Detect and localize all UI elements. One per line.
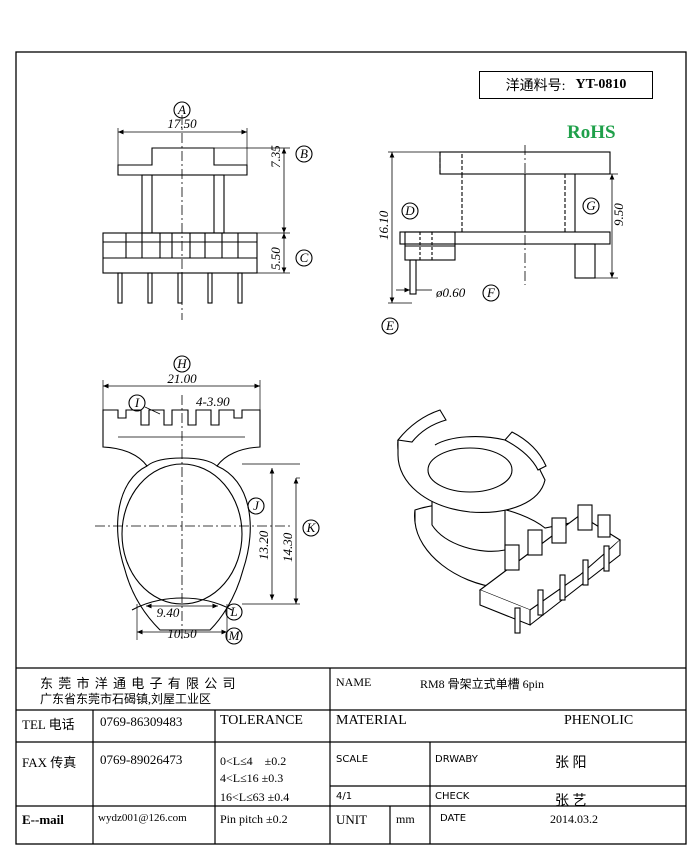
tolerance-line-3: 16<L≤63 ±0.4 [220, 790, 290, 804]
date-label: DATE [440, 813, 467, 824]
scale-value: 4/1 [336, 791, 353, 802]
dim-B-value: 7.35 [268, 145, 283, 168]
dim-G-value: 9.50 [611, 203, 626, 226]
tel-label: TEL 电话 [22, 717, 75, 732]
drawby-label: DRWABY [435, 754, 478, 765]
label-G: G [586, 198, 596, 213]
part-number-value: YT-0810 [575, 77, 627, 92]
label-E: E [385, 318, 394, 333]
label-A: A [177, 102, 186, 117]
dim-M-value: 10.50 [167, 626, 197, 641]
email-label: E--mail [22, 812, 64, 827]
company-address: 广东省东莞市石碣镇,刘屋工业区 [40, 692, 212, 706]
fax-label: FAX 传真 [22, 755, 77, 770]
dim-F-value: ø0.60 [435, 285, 466, 300]
name-label: NAME [336, 675, 372, 689]
label-M: M [228, 628, 241, 643]
check-label: CHECK [435, 791, 470, 802]
dim-I-value: 4-3.90 [196, 394, 230, 409]
side-view [381, 145, 618, 335]
email-value: wydz001@126.com [98, 812, 187, 824]
dim-H-value: 21.00 [167, 371, 197, 386]
tolerance-line-4: Pin pitch ±0.2 [220, 812, 288, 826]
unit-label: UNIT [336, 812, 368, 827]
fax-value: 0769-89026473 [100, 752, 183, 767]
tolerance-label: TOLERANCE [220, 713, 303, 728]
top-view [95, 355, 320, 645]
label-J: J [253, 498, 260, 513]
part-number-box: 洋通料号: YT-0810 [479, 71, 653, 99]
label-C: C [300, 250, 309, 265]
dim-J-value: 13.20 [256, 530, 271, 560]
material-label: MATERIAL [336, 713, 407, 728]
dim-K-value: 14.30 [280, 532, 295, 562]
label-D: D [404, 203, 415, 218]
label-I: I [134, 395, 140, 410]
label-B: B [300, 146, 308, 161]
dim-D-value: 16.10 [376, 210, 391, 240]
label-L: L [229, 604, 237, 619]
front-view [102, 101, 313, 320]
label-K: K [306, 520, 317, 535]
sheet-border [15, 51, 687, 845]
dim-A-value: 17.50 [167, 116, 197, 131]
part-name: RM8 骨架立式单槽 6pin [420, 677, 545, 691]
scale-label: SCALE [336, 754, 369, 765]
unit-value: mm [396, 812, 415, 826]
drawby-value: 张 阳 [555, 756, 587, 771]
tolerance-line-1: 0<L≤4 ±0.2 [220, 754, 287, 768]
isometric-view [396, 409, 621, 634]
part-number-label: 洋通料号: [505, 79, 566, 94]
rohs-badge: RoHS [567, 122, 616, 143]
dim-C-value: 5.50 [268, 247, 283, 270]
material-value: PHENOLIC [564, 713, 634, 728]
label-H: H [176, 356, 187, 371]
tel-value: 0769-86309483 [100, 714, 183, 729]
tolerance-line-2: 4<L≤16 ±0.3 [220, 771, 284, 785]
dim-L-value: 9.40 [157, 605, 180, 620]
label-F: F [486, 285, 496, 300]
check-value: 张 艺 [555, 794, 587, 809]
date-value: 2014.03.2 [550, 812, 598, 826]
company-name: 东 莞 市 洋 通 电 子 有 限 公 司 [40, 676, 237, 691]
